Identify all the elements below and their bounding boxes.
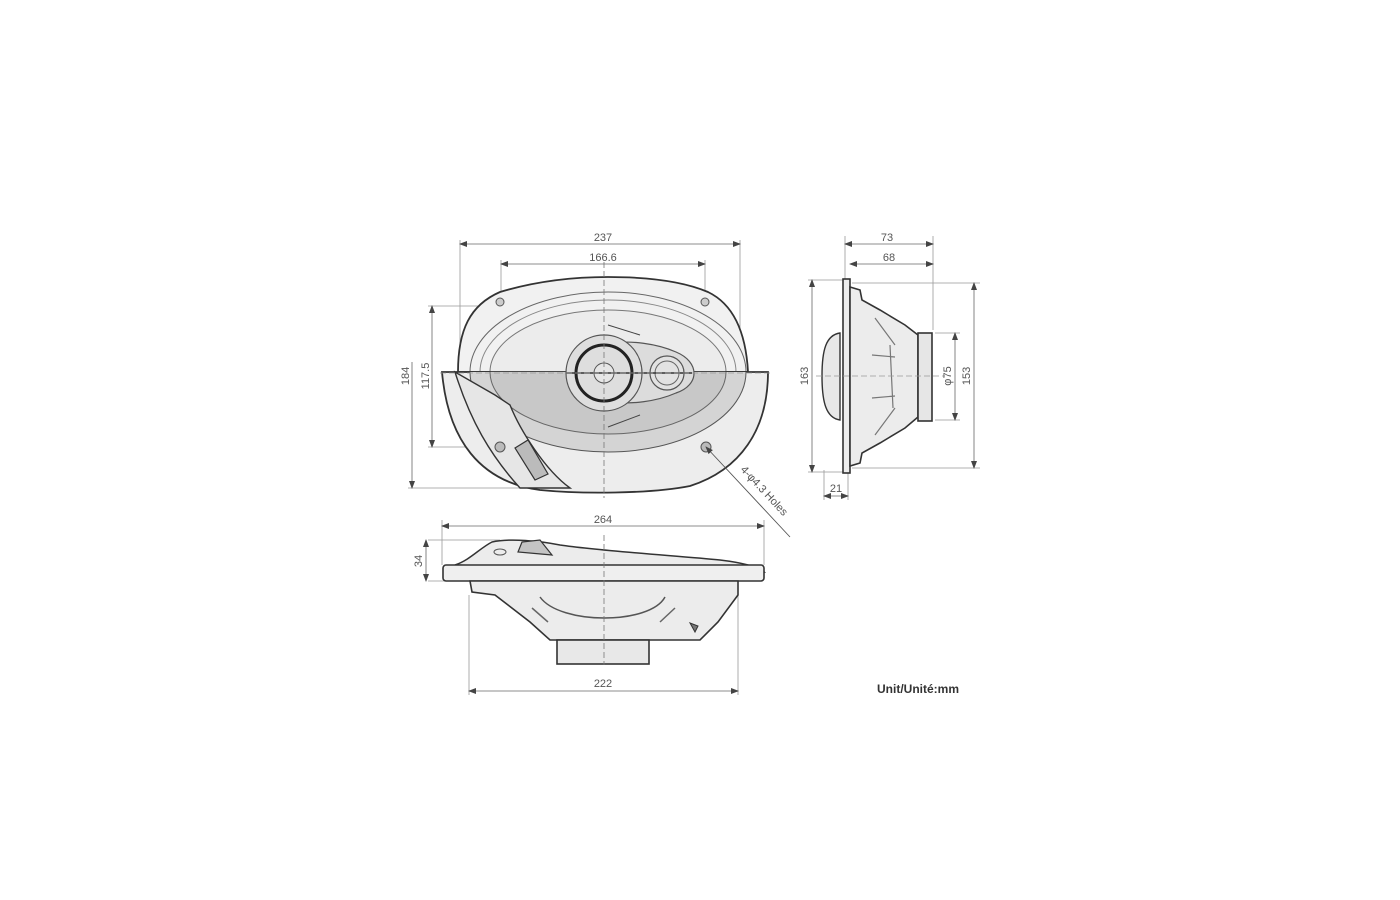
dim-21: 21 [830, 483, 842, 495]
dim-73: 73 [881, 232, 893, 244]
dim-163: 163 [799, 367, 811, 385]
dim-117-5: 117.5 [420, 363, 432, 390]
side-view: 73 68 163 φ75 153 21 [799, 232, 980, 500]
dim-237: 237 [594, 232, 612, 244]
dim-166-6: 166.6 [589, 252, 617, 264]
dim-153: 153 [961, 367, 973, 385]
dim-34: 34 [413, 555, 425, 567]
dim-184: 184 [400, 367, 412, 385]
dim-phi-75: φ75 [942, 366, 954, 385]
bottom-view: 264 34 222 [413, 514, 767, 695]
dim-222: 222 [594, 678, 612, 690]
unit-label: Unit/Unité:mm [877, 682, 959, 696]
front-view: 237 166.6 117.5 184 4-φ4.3 Holes [400, 232, 791, 538]
dim-68: 68 [883, 252, 895, 264]
holes-label: 4-φ4.3 Holes [738, 464, 790, 519]
dim-264: 264 [594, 514, 612, 526]
